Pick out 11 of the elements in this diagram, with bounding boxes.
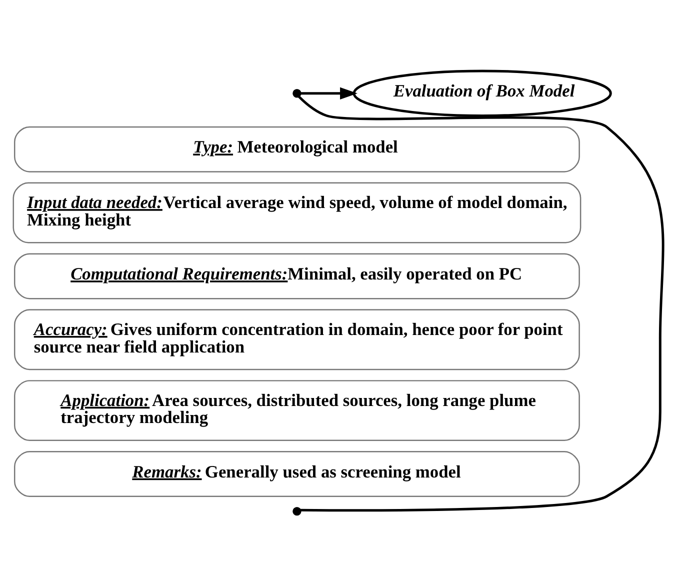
connector xyxy=(298,96,664,512)
node-box: Type: Meteorological model xyxy=(14,126,580,172)
node-box: Accuracy: Gives uniform concentration in domain, hence poor for point source near field application xyxy=(14,309,580,370)
node-box: Remarks: Generally used as screening model xyxy=(14,450,580,497)
node-box: Input data needed:Vertical average wind speed, volume of model domain, Mixing height xyxy=(12,182,582,244)
node-ellipse: Evaluation of Box Model xyxy=(352,70,612,117)
node-circle xyxy=(292,506,302,516)
node-box: Computational Requirements:Minimal, easily operated on PC xyxy=(14,253,580,300)
node-box: Application:Area sources, distributed sources, long range plume trajectory modeling xyxy=(14,380,580,442)
node-circle xyxy=(292,89,302,98)
arrow xyxy=(300,87,358,100)
